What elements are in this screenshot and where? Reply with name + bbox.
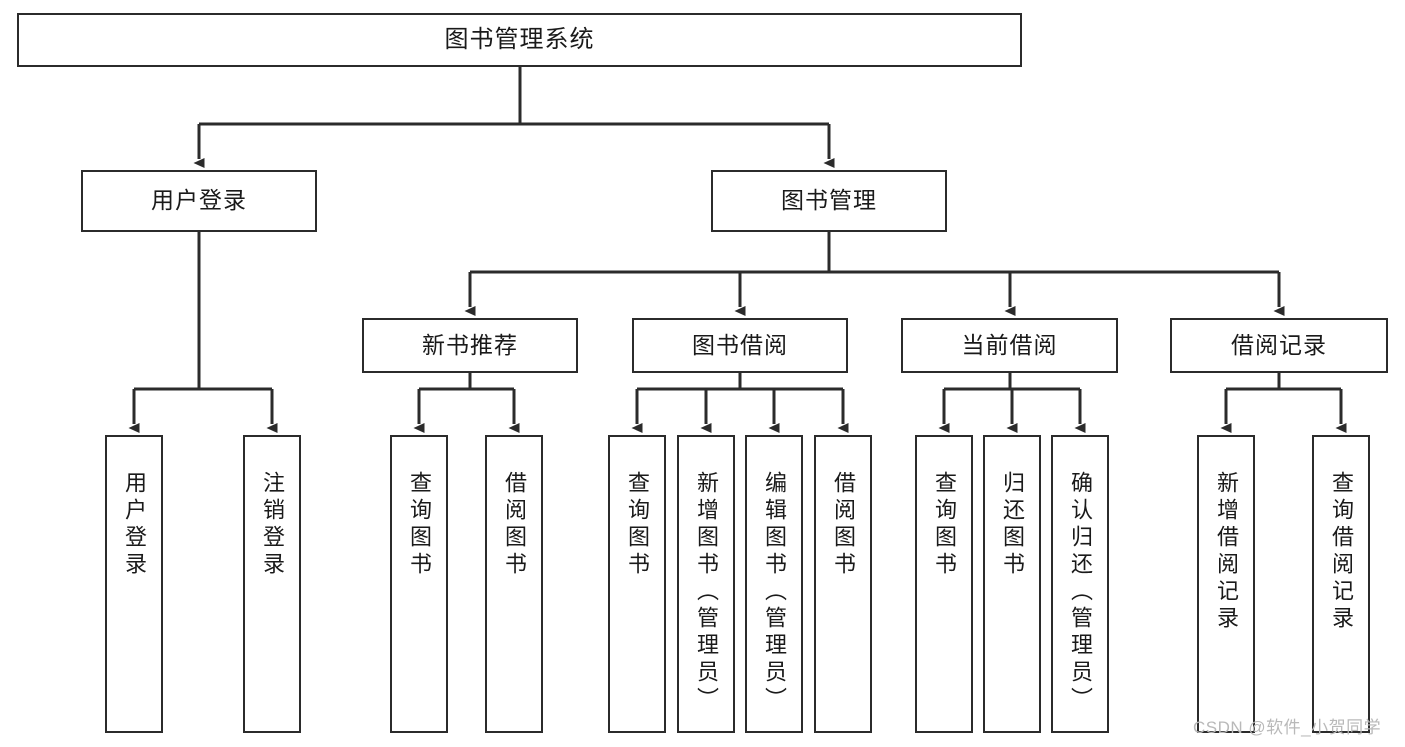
node-label: 用户登录 bbox=[122, 471, 147, 579]
node-label: 查询借阅记录 bbox=[1329, 471, 1354, 633]
node-leaf-return[interactable]: 归还图书 bbox=[983, 435, 1041, 733]
node-label: 借阅图书 bbox=[831, 471, 856, 579]
node-label: 新增图书（管理员） bbox=[694, 471, 719, 714]
node-leaf-borrow-2[interactable]: 借阅图书 bbox=[814, 435, 872, 733]
node-user-login[interactable]: 用户登录 bbox=[81, 170, 317, 232]
node-label: 查询图书 bbox=[407, 471, 432, 579]
node-label: 当前借阅 bbox=[961, 331, 1058, 358]
node-leaf-borrow-1[interactable]: 借阅图书 bbox=[485, 435, 543, 733]
node-leaf-add-book[interactable]: 新增图书（管理员） bbox=[677, 435, 735, 733]
node-borrow-record[interactable]: 借阅记录 bbox=[1170, 318, 1388, 373]
node-book-manage[interactable]: 图书管理 bbox=[711, 170, 947, 232]
node-leaf-query-3[interactable]: 查询图书 bbox=[915, 435, 973, 733]
node-leaf-confirm[interactable]: 确认归还（管理员） bbox=[1051, 435, 1109, 733]
node-label: 图书借阅 bbox=[692, 331, 788, 358]
node-label: 图书管理 bbox=[781, 187, 877, 214]
node-label: 借阅记录 bbox=[1231, 331, 1327, 358]
node-label: 确认归还（管理员） bbox=[1068, 471, 1093, 714]
node-label: 查询图书 bbox=[625, 471, 650, 579]
node-leaf-query-2[interactable]: 查询图书 bbox=[608, 435, 666, 733]
node-label: 图书管理系统 bbox=[444, 25, 595, 53]
node-label: 注销登录 bbox=[260, 471, 285, 579]
node-label: 借阅图书 bbox=[502, 471, 527, 579]
node-label: 新书推荐 bbox=[422, 331, 518, 358]
node-root[interactable]: 图书管理系统 bbox=[17, 13, 1022, 67]
node-leaf-add-rec[interactable]: 新增借阅记录 bbox=[1197, 435, 1255, 733]
node-current-borrow[interactable]: 当前借阅 bbox=[901, 318, 1118, 373]
node-leaf-user-login[interactable]: 用户登录 bbox=[105, 435, 163, 733]
csdn-watermark: CSDN @软件_小贺同学 bbox=[1193, 718, 1382, 737]
node-new-book-rec[interactable]: 新书推荐 bbox=[362, 318, 578, 373]
node-leaf-edit-book[interactable]: 编辑图书（管理员） bbox=[745, 435, 803, 733]
node-leaf-logout[interactable]: 注销登录 bbox=[243, 435, 301, 733]
node-book-borrow[interactable]: 图书借阅 bbox=[632, 318, 848, 373]
node-label: 新增借阅记录 bbox=[1214, 471, 1239, 633]
node-label: 归还图书 bbox=[1000, 471, 1025, 579]
node-leaf-query-1[interactable]: 查询图书 bbox=[390, 435, 448, 733]
node-label: 编辑图书（管理员） bbox=[762, 471, 787, 714]
node-label: 查询图书 bbox=[932, 471, 957, 579]
node-leaf-query-rec[interactable]: 查询借阅记录 bbox=[1312, 435, 1370, 733]
node-label: 用户登录 bbox=[151, 187, 247, 214]
